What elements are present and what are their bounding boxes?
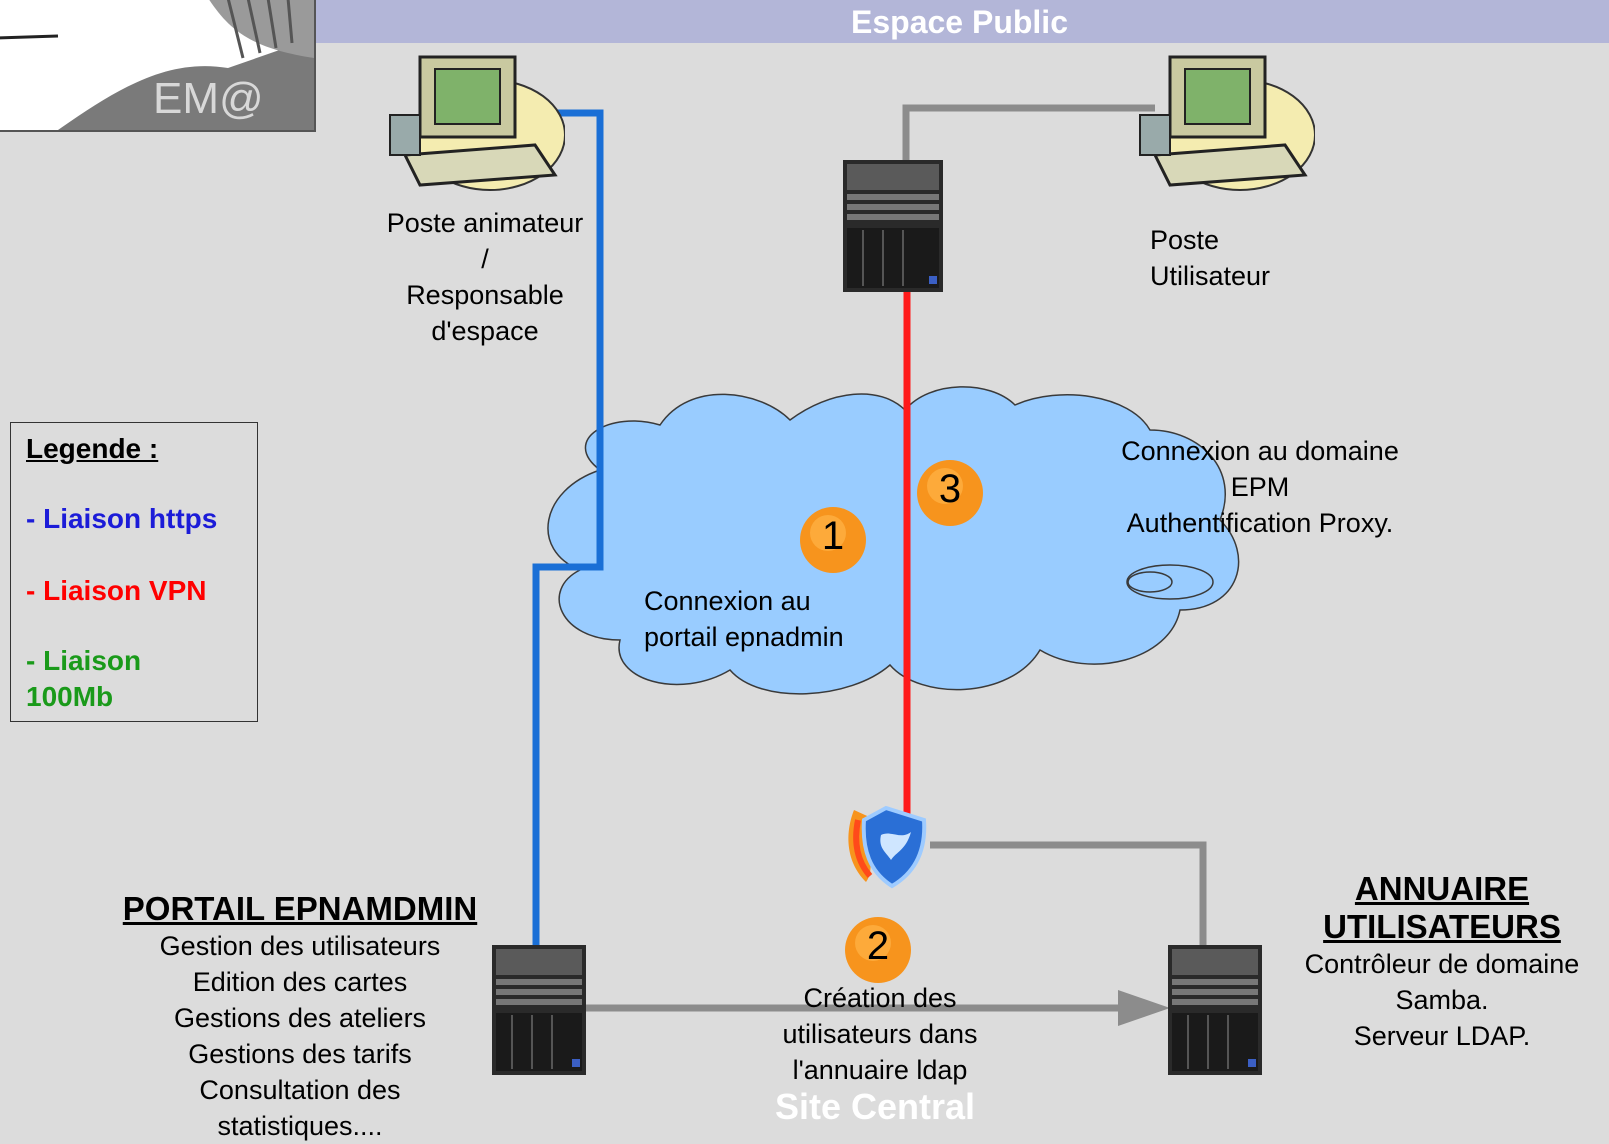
step-1-badge [800, 507, 866, 573]
step-1-number: 1 [821, 514, 845, 558]
step-2-label: Création des utilisateurs dans l'annuair… [782, 983, 978, 1085]
internet-cloud [547, 386, 1240, 695]
legend-https: - Liaison https [26, 503, 218, 534]
poste-utilisateur-computer-icon [1139, 55, 1315, 191]
annuaire-block: ANNUAIRE UTILISATEURS Contrôleur de doma… [1275, 870, 1609, 1054]
legend-100mb-line2: 100Mb [26, 681, 114, 712]
header-bar: Espace Public [310, 0, 1609, 43]
portail-block: PORTAIL EPNAMDMIN Gestion des utilisateu… [90, 890, 510, 1144]
poste-animateur-computer-icon [389, 55, 565, 191]
legend-box: Legende : - Liaison https - Liaison VPN … [10, 422, 258, 722]
poste-utilisateur-label: Poste Utilisateur [1150, 225, 1271, 291]
lan-link-firewall [930, 841, 1207, 948]
logo: EM@ [0, 0, 316, 132]
step-3-badge [917, 460, 983, 526]
lan-link-top [902, 104, 1155, 168]
header-title: Espace Public [851, 4, 1068, 40]
portail-title: PORTAIL EPNAMDMIN [122, 890, 478, 927]
step-2-number: 2 [866, 924, 890, 968]
step-2-badge [845, 917, 911, 983]
arrow-head [1118, 990, 1170, 1026]
annuaire-server-icon [1168, 945, 1262, 1075]
step-1-label: Connexion au portail epnadmin [644, 586, 844, 652]
firewall-shield-icon [848, 805, 927, 889]
logo-graphic: EM@ [0, 0, 314, 130]
footer-title: Site Central [775, 1086, 976, 1127]
portail-server-icon [492, 945, 586, 1075]
step-3-number: 3 [938, 467, 962, 511]
legend-title: Legende : [26, 433, 159, 464]
proxy-server-icon [843, 160, 943, 292]
annuaire-title-line1: ANNUAIRE [1354, 870, 1530, 907]
poste-animateur-label: Poste animateur / Responsable d'espace [386, 208, 584, 346]
step-3-label: Connexion au domaine EPM Authentificatio… [1121, 436, 1399, 538]
logo-text: EM@ [153, 74, 264, 123]
https-link [532, 109, 604, 945]
legend-vpn: - Liaison VPN [26, 575, 207, 606]
annuaire-title-line2: UTILISATEURS [1323, 908, 1561, 945]
legend-100mb-line1: - Liaison [26, 645, 142, 676]
